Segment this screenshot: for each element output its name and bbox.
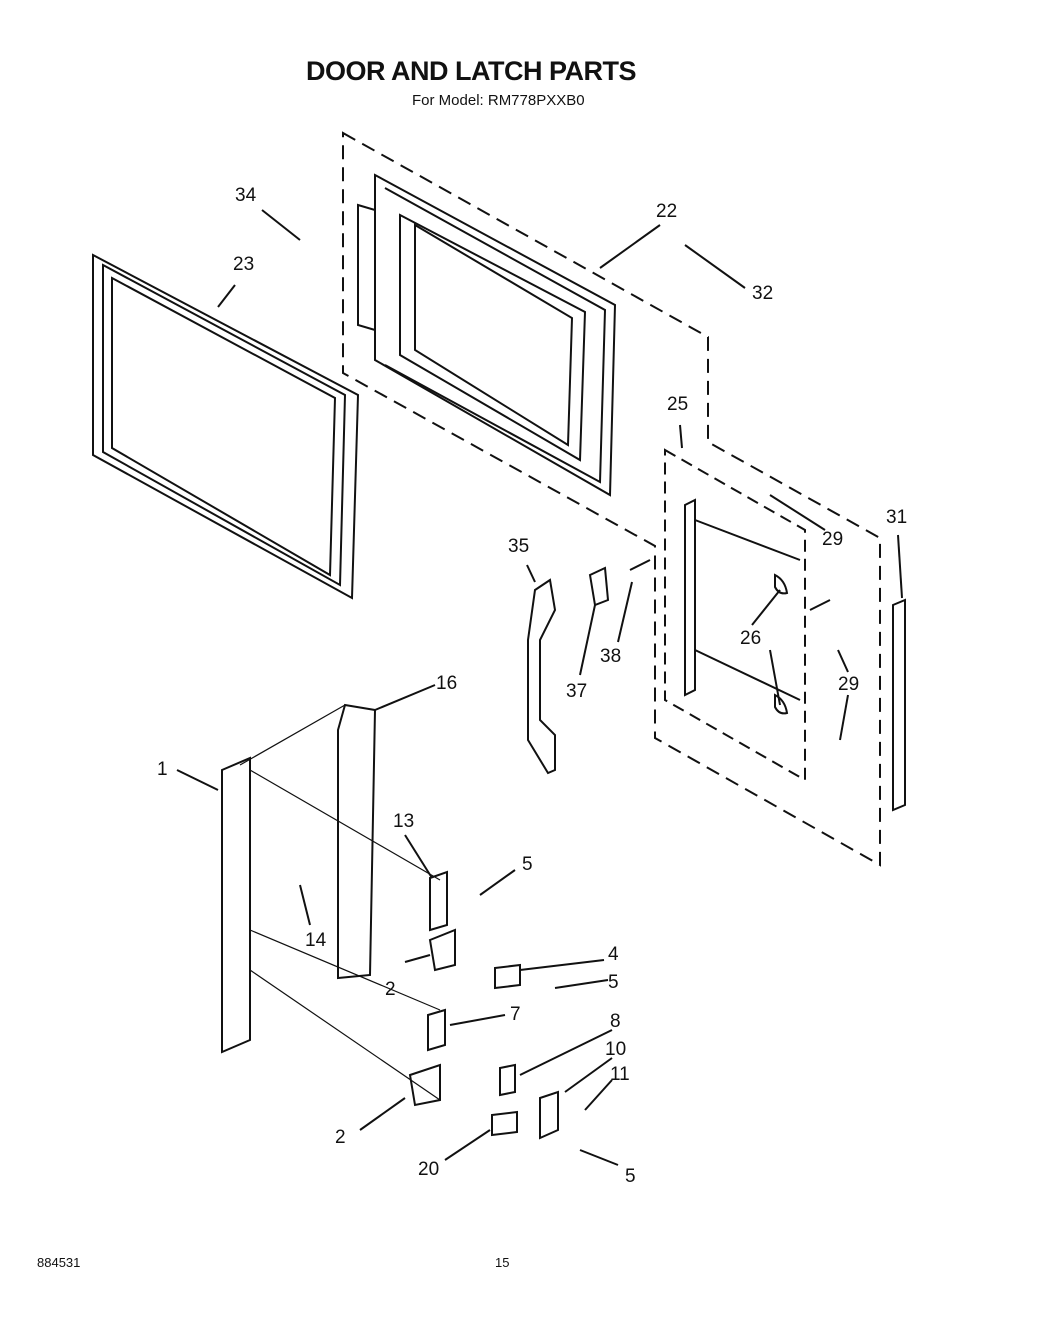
callout-13: 13 [393,811,414,832]
callout-22: 22 [656,201,677,222]
bracket-13 [429,870,448,932]
callout-11: 11 [610,1064,630,1085]
callout-25: 25 [667,394,688,415]
latch-assembly-dashed-outline [664,448,806,782]
callout-5a: 5 [522,854,533,875]
callout-26: 26 [740,628,761,649]
callout-38: 38 [600,646,621,667]
callout-5b: 5 [608,972,619,993]
callout-29a: 29 [822,529,843,550]
outer-door-panel [92,253,360,600]
bracket-10 [539,1090,559,1140]
model-label: For Model: RM778PXXB0 [412,92,585,109]
latch-lever [527,578,557,775]
callout-4: 4 [608,944,619,965]
hinge-plate [221,756,251,1054]
callout-8: 8 [610,1011,621,1032]
callout-35: 35 [508,536,529,557]
latch-plate [427,1008,446,1052]
switch-upper [494,963,521,990]
switch-lower [491,1110,518,1137]
callout-1: 1 [157,759,168,780]
callout-2b: 2 [335,1127,346,1148]
callout-7: 7 [510,1004,521,1025]
callout-29b: 29 [838,674,859,695]
callout-10: 10 [605,1039,626,1060]
latch-bracket [684,498,801,715]
callout-34: 34 [235,185,257,206]
side-channel [337,703,377,980]
callout-37: 37 [566,681,587,702]
door-assembly-dashed-outline [342,131,881,867]
latch-strip [892,598,906,812]
callout-5c: 5 [625,1166,636,1187]
latch-hook [588,566,610,607]
callout-2a: 2 [385,979,396,1000]
callout-20: 20 [418,1159,439,1180]
callout-31: 31 [886,507,907,528]
callout-labels: 34 23 22 32 25 29 31 35 26 37 38 29 16 1… [157,185,907,1187]
callout-14: 14 [305,930,327,951]
document-number: 884531 [37,1255,81,1270]
callout-32: 32 [752,283,773,304]
switch-actuator-upper [428,928,456,972]
page-title: DOOR AND LATCH PARTS [306,56,636,86]
bracket-8 [499,1063,516,1097]
inner-door-frame [357,173,617,497]
latch-spring [629,559,651,571]
callout-23: 23 [233,254,254,275]
callout-16: 16 [436,673,457,694]
page-number: 15 [495,1255,510,1270]
switch-actuator-lower [408,1063,441,1107]
